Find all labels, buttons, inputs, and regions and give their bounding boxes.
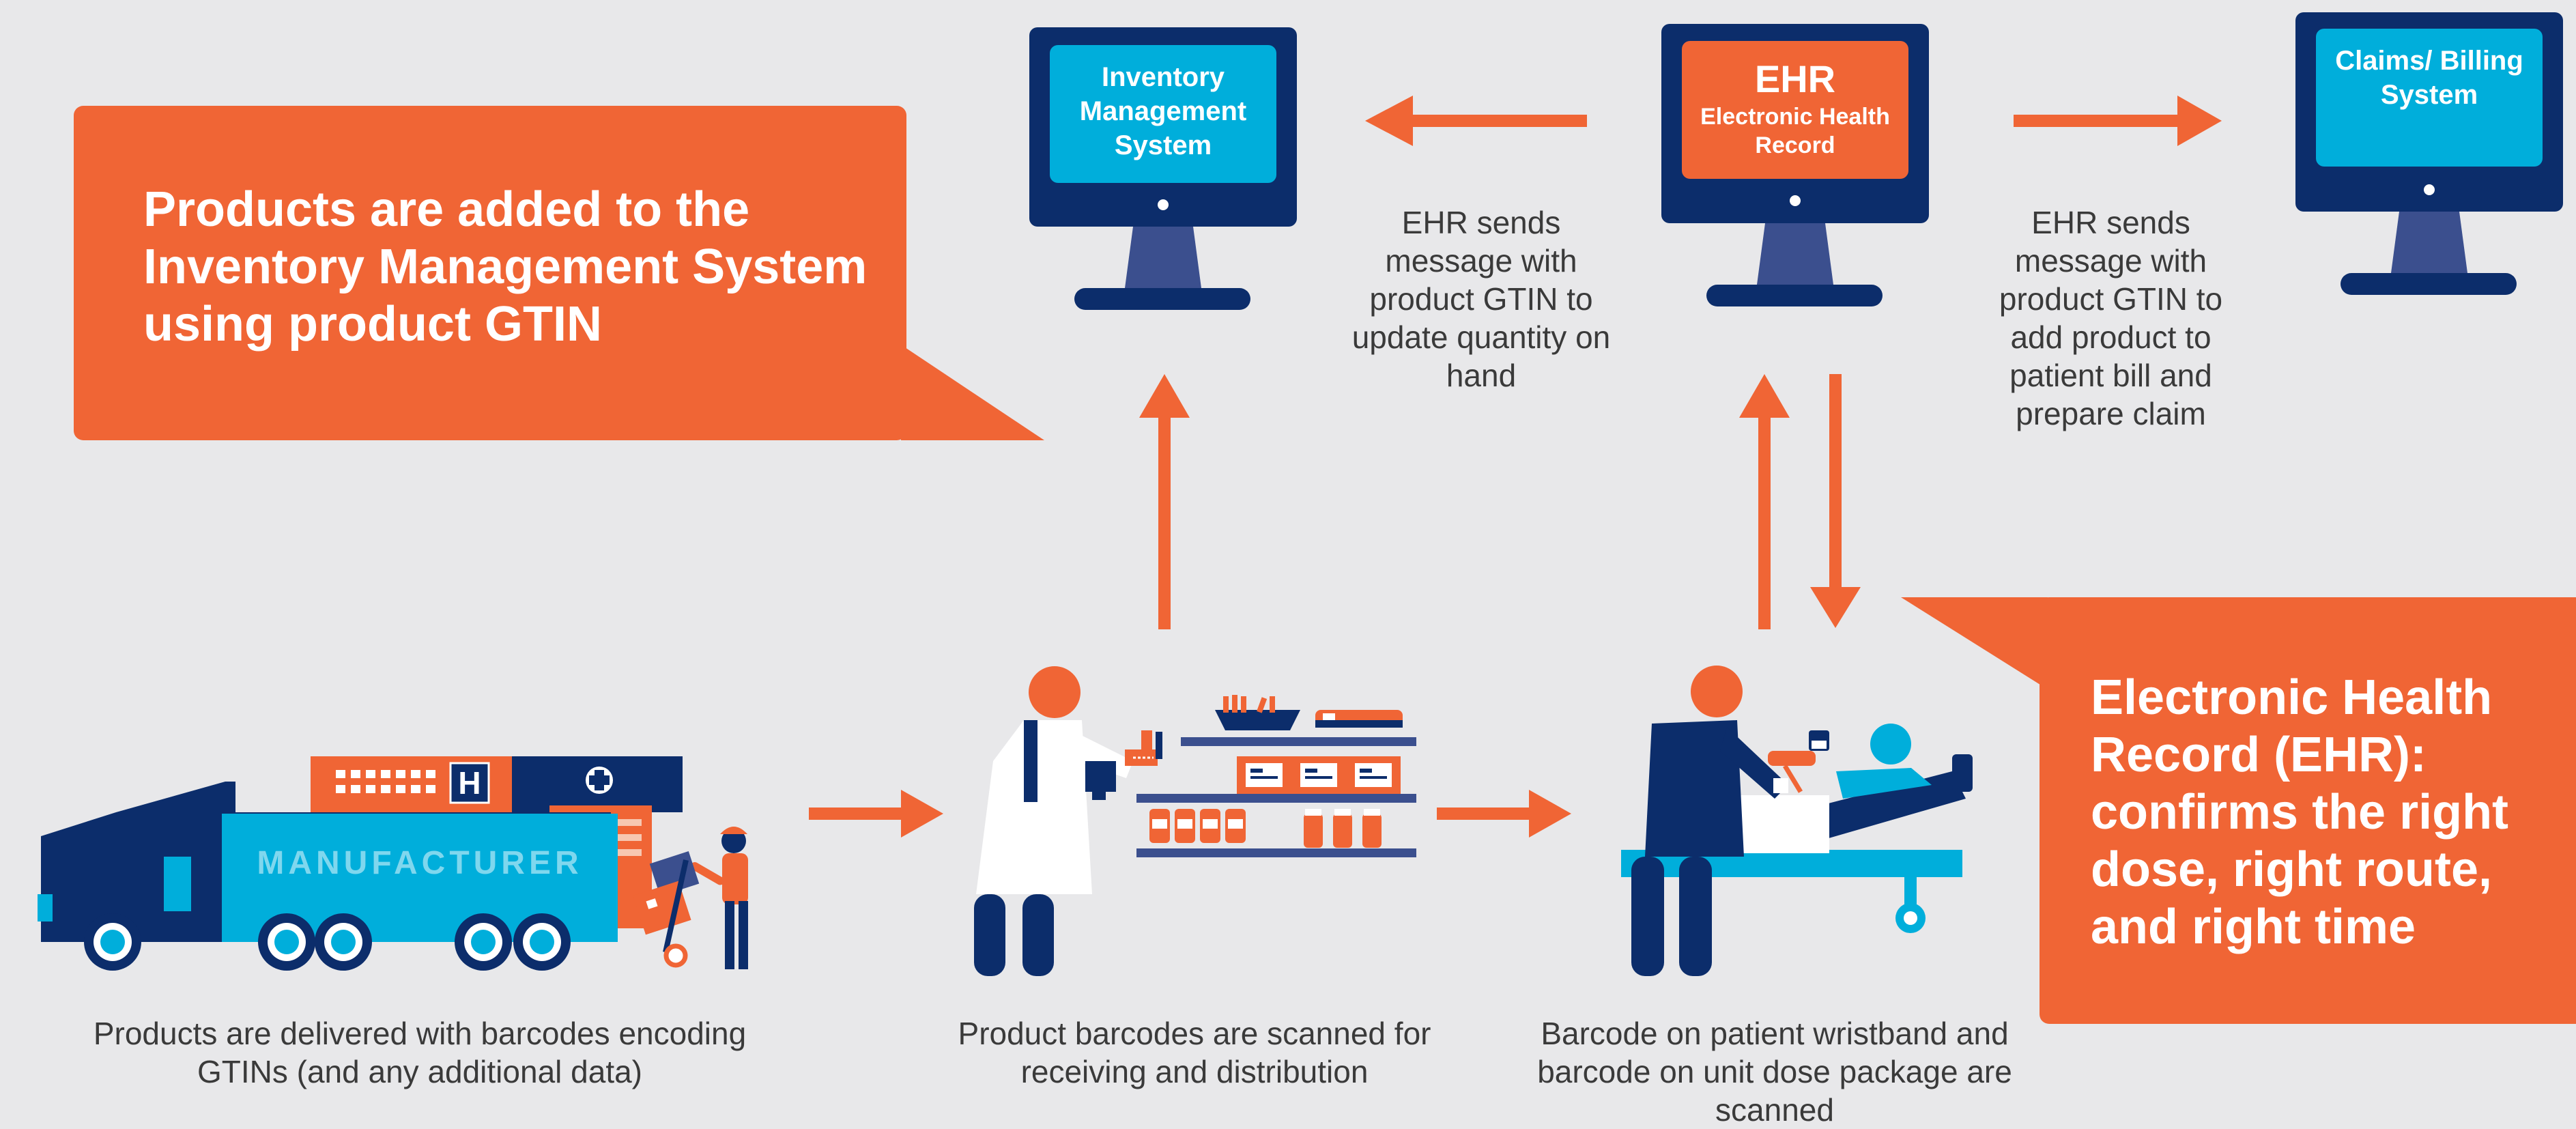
inventory-monitor-label: Inventory Management System [1079,62,1247,160]
manufacturer-truck [38,756,683,971]
ehr-callout-text: Electronic Health Record (EHR): confirms… [2091,670,2509,954]
hospital-sign: H [458,765,481,801]
product-shelves [1136,695,1416,857]
ehr-to-inventory-message: EHR sends message with product GTIN to u… [1351,205,1611,393]
ehr-monitor-title: EHR [1754,57,1836,100]
claims-monitor-label: Claims/ Billing System [2335,46,2523,110]
claims-monitor [2295,12,2563,295]
delivery-caption: Products are delivered with barcodes enc… [93,1016,747,1089]
scanning-caption: Product barcodes are scanned for receivi… [958,1016,1431,1089]
ehr-to-claims-message: EHR sends message with product GTIN to a… [1999,205,2223,431]
scanning-staff [974,666,1162,976]
ehr-monitor [1661,24,1929,306]
ehr-callout-box [1901,597,2576,1024]
inventory-callout-text: Products are added to the Inventory Mana… [143,182,868,352]
patient-caption: Barcode on patient wristband and barcode… [1537,1016,2012,1128]
inventory-monitor [1029,27,1297,310]
ehr-monitor-subtitle: Electronic Health Record [1700,104,1890,158]
flow-arrows [809,96,2222,838]
truck-label: MANUFACTURER [257,845,583,881]
patient-bed-scene [1621,666,1973,976]
inventory-callout-box [74,106,1044,440]
delivery-person [633,827,748,969]
